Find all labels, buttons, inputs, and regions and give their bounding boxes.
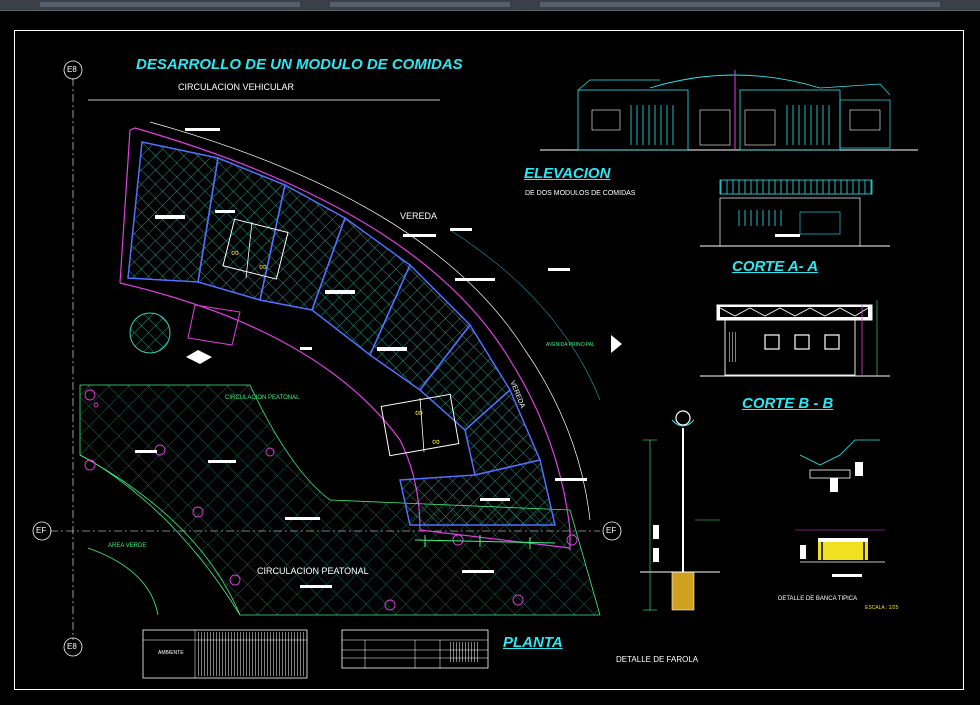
title-bar-segment bbox=[330, 2, 510, 7]
round-planter bbox=[129, 312, 171, 354]
outer-curved-wall bbox=[129, 127, 571, 550]
plan-dimension-line bbox=[414, 535, 556, 549]
axis-label-ef-right: EF bbox=[606, 526, 617, 535]
dimension-tags bbox=[135, 128, 587, 588]
sidewalk-label: VEREDA bbox=[400, 211, 438, 221]
pedestrian-circulation-label: CIRCULACION PEATONAL bbox=[257, 566, 369, 576]
plaza-curve-edge bbox=[79, 454, 241, 616]
avenue-label: AVENIDA PRINCIPAL bbox=[546, 342, 595, 348]
title-bar-segment bbox=[540, 2, 940, 7]
section-b-b-title: CORTE B - B bbox=[742, 395, 834, 412]
lamp-post-detail bbox=[640, 410, 720, 611]
entrance-ramp bbox=[187, 304, 241, 346]
food-module-blocks: ∞ ∞ ∞ ∞ bbox=[127, 141, 556, 526]
pedestrian-circulation-small-label: CIRCULACION PEATONAL bbox=[225, 395, 300, 401]
schedule-table-2 bbox=[341, 629, 489, 669]
main-title: DESARROLLO DE UN MODULO DE COMIDAS bbox=[136, 56, 463, 73]
table-header-ambiente: AMBIENTE bbox=[158, 650, 184, 656]
restroom-divider-1 bbox=[245, 221, 253, 279]
section-b-b-view bbox=[700, 300, 890, 377]
vehicular-circulation-label: CIRCULACION VEHICULAR bbox=[178, 82, 295, 92]
axis-label-ef-left: EF bbox=[36, 526, 47, 535]
lamp-post-markers bbox=[84, 389, 578, 611]
window-title-bar bbox=[0, 0, 980, 11]
axis-label-e8-top: E8 bbox=[67, 65, 77, 74]
module-room-8 bbox=[399, 459, 556, 526]
restroom-core-1 bbox=[222, 218, 289, 280]
plan-title: PLANTA bbox=[503, 634, 563, 651]
plan-view: ∞ ∞ ∞ ∞ bbox=[50, 78, 622, 679]
avenue-edge bbox=[449, 229, 601, 401]
toilet-symbol: ∞ bbox=[231, 247, 239, 259]
bench-detail-label: DETALLE DE BANCA TIPICA bbox=[778, 596, 858, 602]
green-area-edge bbox=[87, 547, 159, 616]
scale-label: ESCALA : 1/25 bbox=[865, 605, 899, 611]
pedestrian-plaza-paving bbox=[79, 384, 601, 616]
sidewalk-edge bbox=[149, 121, 591, 521]
north-arrow-icon bbox=[186, 350, 212, 364]
section-arrow-icon bbox=[611, 335, 622, 353]
bench-detail bbox=[795, 439, 885, 577]
elevation-title: ELEVACION bbox=[524, 165, 611, 182]
toilet-symbol: ∞ bbox=[415, 407, 423, 419]
drawing-sheet-border bbox=[14, 30, 964, 690]
south-wall bbox=[419, 529, 571, 549]
west-wall bbox=[119, 129, 131, 284]
title-bar-segment bbox=[40, 2, 300, 7]
green-area-label: AREA VERDE bbox=[108, 543, 147, 549]
elevation-subtitle: DE DOS MODULOS DE COMIDAS bbox=[525, 190, 636, 197]
section-a-a-view bbox=[700, 179, 890, 247]
restroom-core-2 bbox=[380, 393, 460, 457]
lamp-detail-label: DETALLE DE FAROLA bbox=[616, 655, 699, 664]
axis-bubbles bbox=[32, 60, 622, 657]
restroom-divider-2 bbox=[419, 397, 425, 453]
section-a-a-title: CORTE A- A bbox=[732, 258, 819, 275]
elevation-view bbox=[540, 70, 918, 151]
schedule-table-1 bbox=[142, 629, 308, 679]
toilet-symbol: ∞ bbox=[259, 261, 267, 273]
toilet-symbol: ∞ bbox=[432, 436, 440, 448]
axis-label-e8-bottom: E8 bbox=[67, 642, 77, 651]
